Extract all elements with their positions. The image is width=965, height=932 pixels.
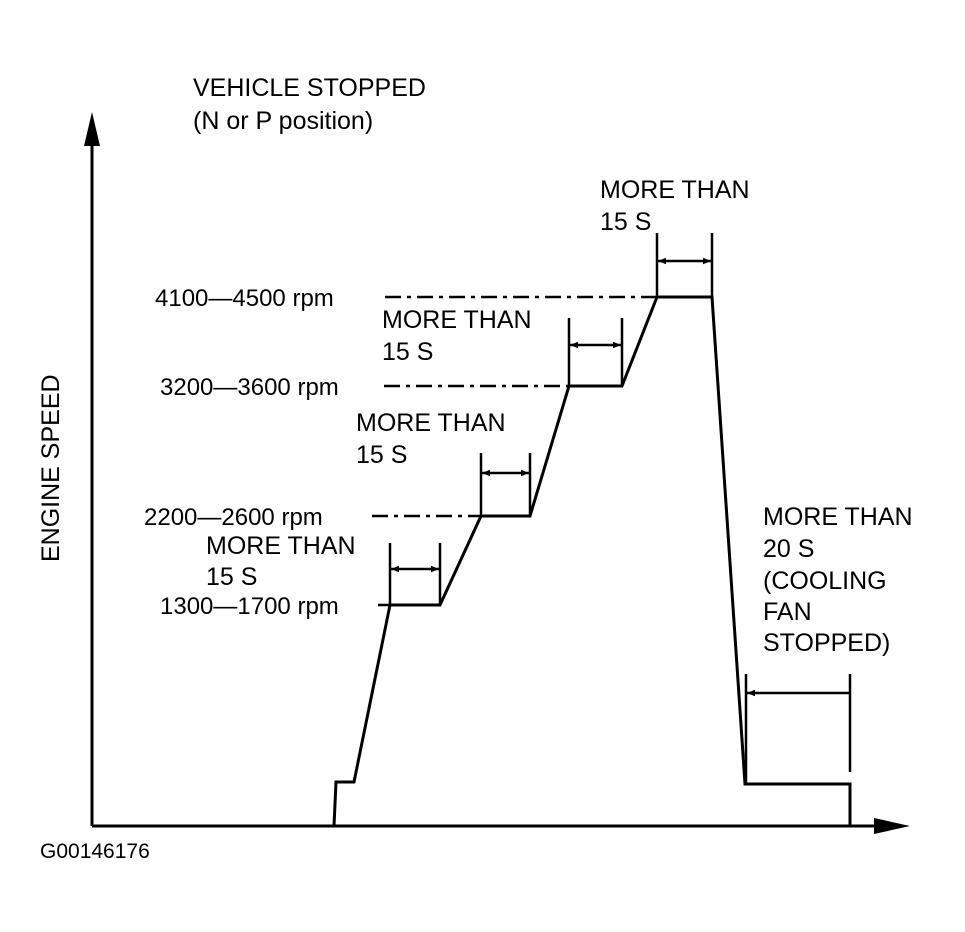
rpm-label-1300: 1300—1700 rpm [160, 593, 339, 620]
rpm-label-3200: 3200—3600 rpm [160, 374, 339, 401]
x-axis-arrow [874, 818, 910, 834]
duration-label-4-line2: 15 S [600, 208, 651, 236]
duration-label-3-line1: MORE THAN [382, 306, 532, 334]
header-title: VEHICLE STOPPED [193, 74, 426, 102]
rpm-label-4100: 4100—4500 rpm [155, 285, 334, 312]
duration-label-3-line2: 15 S [382, 338, 433, 366]
duration-label-2-line2: 15 S [356, 441, 407, 469]
engine-speed-profile [332, 295, 852, 827]
cooldown-label-line4: FAN [763, 598, 812, 626]
cooldown-label-line3: (COOLING [763, 567, 887, 595]
rpm-label-2200: 2200—2600 rpm [144, 504, 323, 531]
y-axis-label: ENGINE SPEED [37, 374, 65, 562]
duration-label-1-line1: MORE THAN [206, 532, 356, 560]
duration-label-1-line2: 15 S [206, 563, 257, 591]
header-subtitle: (N or P position) [193, 107, 373, 135]
cooldown-label-line5: STOPPED) [763, 629, 890, 657]
cooldown-label-line1: MORE THAN [763, 503, 913, 531]
cooldown-label-line2: 20 S [763, 535, 814, 563]
duration-label-2-line1: MORE THAN [356, 409, 506, 437]
duration-label-4-line1: MORE THAN [600, 176, 750, 204]
y-axis-arrow [84, 112, 100, 146]
figure-code: G00146176 [40, 840, 150, 863]
